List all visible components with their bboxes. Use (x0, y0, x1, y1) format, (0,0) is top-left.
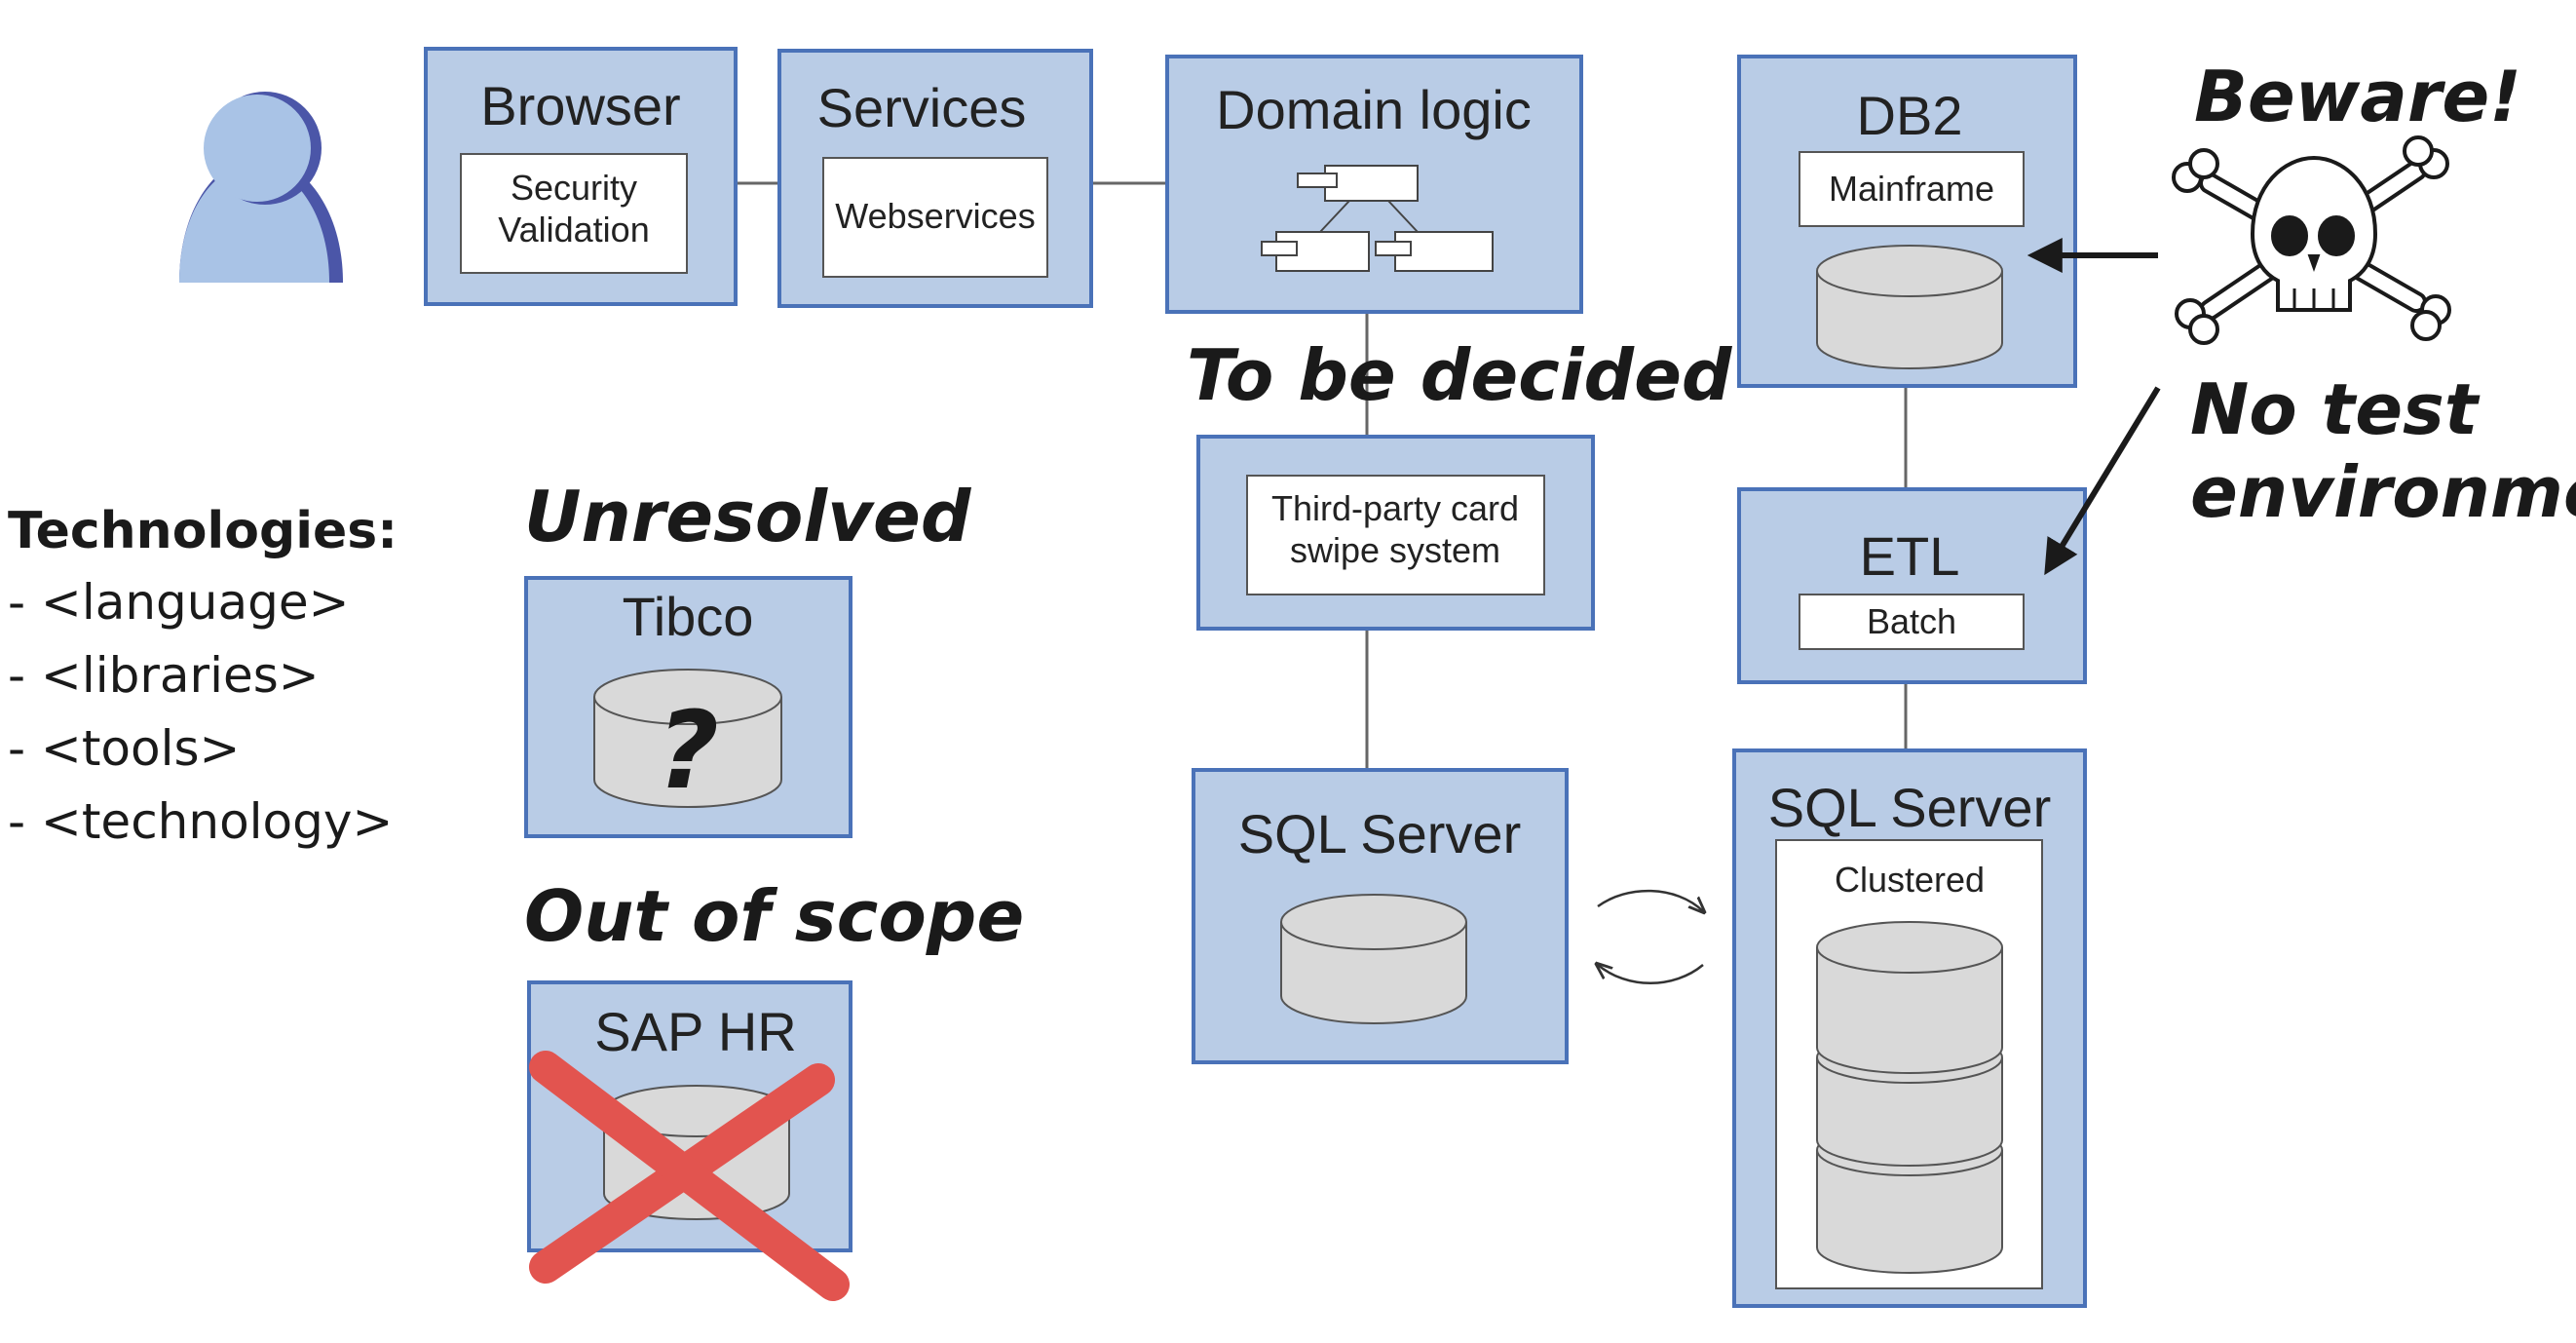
warning-arrows (2027, 238, 2161, 576)
unresolved-label: Unresolved (524, 476, 972, 557)
sql-left-database-icon (1280, 894, 1467, 1024)
out-of-scope-label: Out of scope (524, 875, 1024, 957)
browser-inner-line2: Validation (498, 210, 649, 249)
sql-server-left-box: SQL Server (1192, 768, 1569, 1064)
browser-inner-line1: Security (511, 168, 637, 208)
no-test-env-line1: No test (2190, 368, 2481, 450)
technology-item-libraries: - <libraries> (8, 647, 320, 704)
technology-item-technology: - <technology> (8, 793, 394, 850)
component-diagram-icon (1261, 165, 1494, 272)
technologies-list: Technologies: - <language> - <libraries>… (8, 502, 475, 859)
sql-server-right-box: SQL Server Clustered (1732, 748, 2087, 1308)
etl-inner: Batch (1867, 601, 1956, 641)
card-swipe-box: Third-party card swipe system (1196, 435, 1595, 631)
no-test-env-line2: environment (2190, 451, 2576, 533)
technologies-title: Technologies: (8, 502, 398, 560)
connectors (736, 181, 1908, 770)
skull-crossbones-icon (2172, 135, 2451, 345)
technology-item-language: - <language> (8, 574, 350, 631)
browser-box: Browser Security Validation (424, 47, 738, 306)
sql-server-right-inner: Clustered (1835, 860, 1985, 900)
sap-hr-box: SAP HR (527, 980, 852, 1301)
sync-arrows-icon (1598, 889, 1703, 984)
card-swipe-line1: Third-party card (1271, 488, 1519, 528)
db2-title: DB2 (1857, 85, 1963, 146)
tibco-box: Tibco ? (524, 576, 852, 838)
sql-server-left-title: SQL Server (1238, 803, 1521, 864)
services-box: Services Webservices (777, 49, 1093, 308)
etl-box: ETL Batch (1737, 487, 2087, 684)
clustered-database-icon (1816, 921, 2003, 1274)
technology-item-tools: - <tools> (8, 720, 241, 777)
db2-inner: Mainframe (1829, 169, 1994, 209)
to-be-decided-label: To be decided (1187, 334, 1733, 416)
tibco-database-icon (593, 669, 782, 808)
db2-box: DB2 Mainframe (1737, 55, 2077, 388)
browser-title: Browser (480, 75, 680, 136)
beware-label: Beware! (2194, 56, 2521, 137)
etl-title: ETL (1860, 525, 1960, 587)
sap-hr-title: SAP HR (594, 1001, 796, 1062)
user-icon (179, 92, 343, 283)
domain-logic-title: Domain logic (1216, 79, 1532, 140)
arrow-to-etl (2044, 386, 2161, 576)
card-swipe-line2: swipe system (1290, 530, 1500, 570)
tibco-title: Tibco (623, 586, 754, 647)
tibco-question-mark: ? (657, 688, 719, 813)
services-title: Services (817, 77, 1027, 138)
sql-server-right-title: SQL Server (1768, 777, 2051, 838)
cross-out-icon (529, 1051, 850, 1301)
db2-database-icon (1816, 245, 2003, 369)
services-inner: Webservices (835, 196, 1035, 236)
domain-logic-box: Domain logic (1165, 55, 1583, 314)
